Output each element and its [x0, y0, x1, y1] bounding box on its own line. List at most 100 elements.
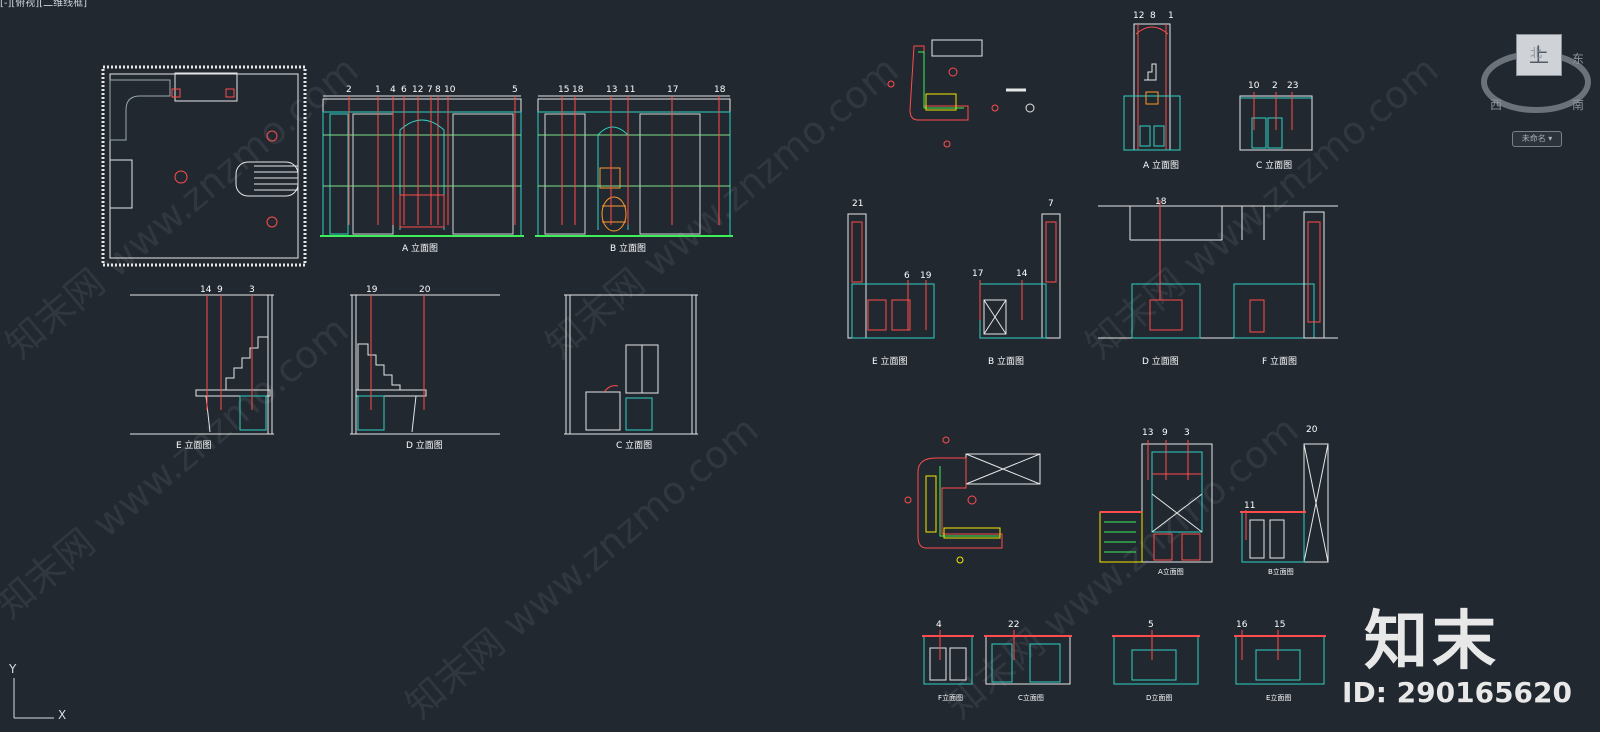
watermark: 知末网 www.znzmo.com	[0, 307, 356, 627]
elevation-a-mid	[1123, 23, 1181, 151]
watermark-layer: 知末网 www.znzmo.com 知末网 www.znzmo.com 知末网 …	[0, 47, 1446, 727]
caption-c-mid: C 立面图	[1256, 159, 1292, 171]
watermark: 知末网 www.znzmo.com	[0, 47, 366, 367]
callout-number: 11	[624, 85, 635, 95]
callout-number: 12	[1133, 11, 1144, 21]
callout-number: 10	[1248, 81, 1260, 91]
viewcube-east[interactable]: 东	[1572, 52, 1585, 66]
callout-number: 8	[1150, 11, 1156, 21]
viewcube-face[interactable]: 上	[1516, 34, 1562, 76]
callout-number: 18	[572, 85, 584, 95]
watermark: 知末网 www.znzmo.com	[398, 407, 767, 727]
callout-number: 6	[401, 85, 407, 95]
elevation-a-mid-numbers: 12 8 1	[1133, 11, 1174, 21]
elevation-e-mid-numbers: 21 6 19	[852, 199, 932, 281]
callout-number: 23	[1287, 81, 1298, 91]
elevation-a-left-numbers: 2 1 4 6 12 7 8 10 5	[346, 85, 518, 95]
caption-a-left: A 立面图	[402, 242, 438, 254]
caption-c-bottom: C立面图	[1018, 693, 1044, 702]
callout-number: 4	[936, 620, 942, 630]
callout-number: 15	[1274, 620, 1285, 630]
caption-c-left: C 立面图	[616, 439, 652, 451]
elevation-e-mid	[847, 213, 935, 339]
plan-top-middle	[887, 39, 1035, 148]
elevation-a-low-numbers: 13 9 3	[1142, 428, 1190, 438]
caption-b-left: B 立面图	[610, 242, 646, 254]
viewcube-west[interactable]: 西	[1490, 98, 1503, 112]
elevation-b-low	[1240, 443, 1329, 563]
callout-number: 2	[346, 85, 352, 95]
callout-number: 14	[1016, 269, 1028, 279]
callout-number: 13	[1142, 428, 1153, 438]
callout-number: 10	[444, 85, 456, 95]
caption-d-mid: D 立面图	[1142, 355, 1179, 367]
plan-lower	[904, 436, 1041, 564]
brand-logo: 知末	[1364, 605, 1500, 679]
floor-plan	[101, 65, 307, 267]
elevation-e-left-numbers: 14 9 3	[200, 285, 255, 295]
callout-number: 1	[1168, 11, 1174, 21]
callout-number: 2	[1272, 81, 1278, 91]
callout-number: 15	[558, 85, 569, 95]
callout-number: 19	[366, 285, 378, 295]
callout-number: 1	[375, 85, 381, 95]
watermark: 知末网 www.znzmo.com	[1078, 47, 1447, 367]
callout-number: 16	[1236, 620, 1248, 630]
caption-d-left: D 立面图	[406, 439, 443, 451]
callout-number: 9	[217, 285, 223, 295]
callout-number: 9	[1162, 428, 1168, 438]
caption-a-mid: A 立面图	[1143, 159, 1179, 171]
ucs-icon	[13, 678, 54, 719]
elevation-b-left-numbers: 15 18 13 11 17 18	[558, 85, 726, 95]
bottom-elevations-numbers: 4 22 5 16 15	[936, 620, 1285, 630]
elevation-a-left	[320, 95, 524, 237]
caption-f-mid: F 立面图	[1262, 355, 1297, 367]
elevation-b-mid-numbers: 7 17 14	[972, 199, 1054, 279]
bottom-elevations	[922, 630, 1326, 685]
callout-number: 5	[512, 85, 518, 95]
callout-number: 3	[1184, 428, 1190, 438]
callout-number: 22	[1008, 620, 1019, 630]
caption-f-bottom: F立面图	[938, 693, 963, 702]
elevation-c-mid	[1239, 92, 1313, 151]
callout-number: 3	[249, 285, 255, 295]
callout-number: 6	[904, 271, 910, 281]
callout-number: 17	[972, 269, 983, 279]
watermark: 知末网 www.znzmo.com	[938, 407, 1307, 727]
elevation-c-mid-numbers: 10 2 23	[1248, 81, 1298, 91]
callout-number: 7	[427, 85, 433, 95]
elevation-b-mid	[979, 213, 1061, 339]
callout-number: 13	[606, 85, 617, 95]
callout-number: 4	[390, 85, 396, 95]
wcs-menu-button[interactable]: 未命名 ▾	[1512, 131, 1562, 147]
caption-b-low: B立面图	[1268, 567, 1294, 576]
ucs-x-label: X	[58, 708, 67, 722]
callout-number: 20	[1306, 425, 1318, 435]
elevation-e-left	[130, 294, 274, 435]
viewcube-south[interactable]: 南	[1572, 98, 1585, 112]
elevation-a-low	[1099, 440, 1213, 563]
callout-number: 5	[1148, 620, 1154, 630]
elevation-b-left	[535, 95, 733, 237]
elevation-df-mid-numbers: 18	[1155, 197, 1167, 207]
elevation-d-left	[350, 294, 500, 435]
caption-d-bottom: D立面图	[1146, 693, 1172, 702]
caption-e-left: E 立面图	[176, 439, 212, 451]
callout-number: 20	[419, 285, 431, 295]
viewcube-north[interactable]: 北	[1530, 46, 1543, 60]
callout-number: 18	[1155, 197, 1167, 207]
caption-e-mid: E 立面图	[872, 355, 908, 367]
elevation-b-low-numbers: 20 11	[1244, 425, 1318, 511]
callout-number: 7	[1048, 199, 1054, 209]
caption-a-low: A立面图	[1158, 567, 1184, 576]
callout-number: 21	[852, 199, 863, 209]
callout-number: 8	[435, 85, 441, 95]
elevation-c-left	[564, 294, 698, 435]
brand-id: ID: 290165620	[1342, 676, 1572, 709]
viewport-label[interactable]: [-][俯视][二维线框]	[0, 0, 88, 8]
callout-number: 11	[1244, 501, 1255, 511]
elevation-d-left-numbers: 19 20	[366, 285, 431, 295]
caption-e-bottom: E立面图	[1266, 693, 1291, 702]
caption-b-mid: B 立面图	[988, 355, 1024, 367]
